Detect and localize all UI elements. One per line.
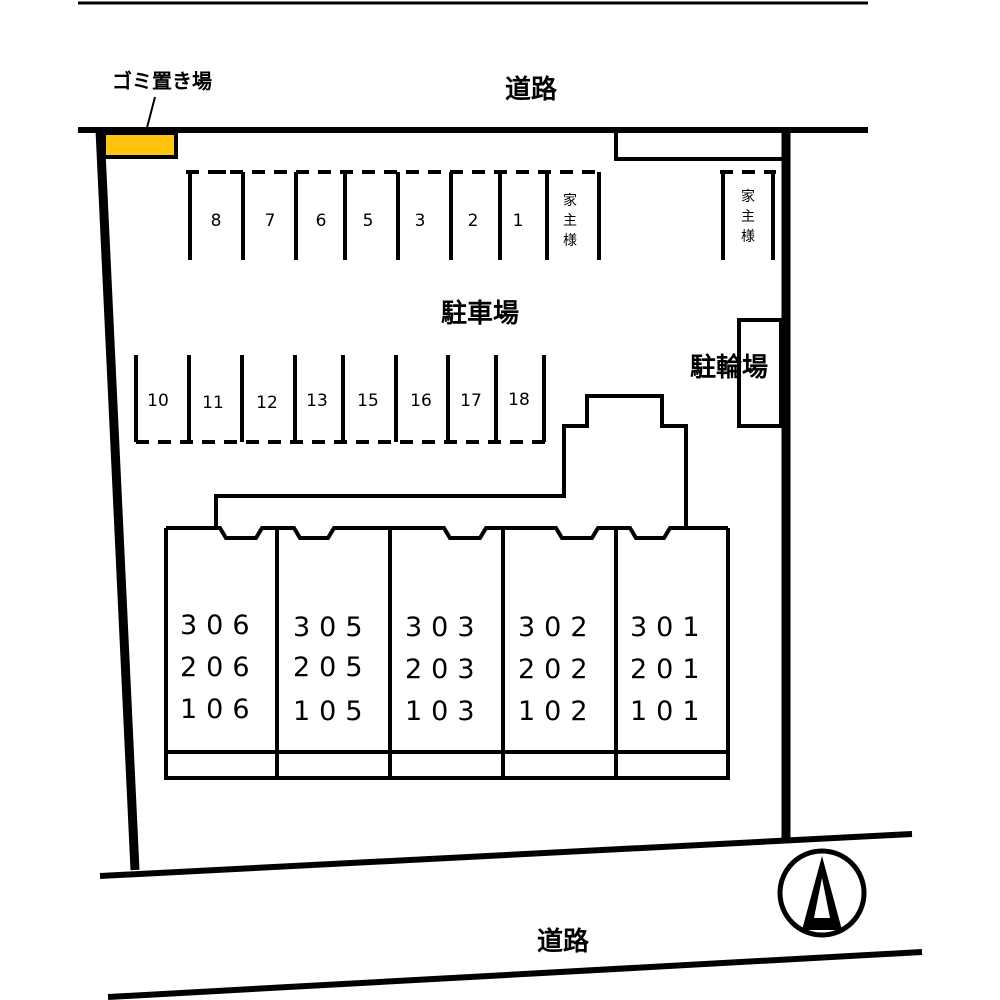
owner-slot-2-char-3: 様 [741, 229, 755, 245]
bottom-road-edge-lower [107, 949, 923, 1000]
owner-slot-char-1: 家 [563, 192, 577, 209]
parking-slot-15: 15 [357, 391, 379, 411]
parking-slot-11: 11 [202, 393, 224, 413]
entrance-notch [614, 130, 786, 161]
bicycle-parking-label: 駐輪場 [690, 352, 768, 383]
unit-205: 205 [293, 652, 372, 683]
parking-slot-16: 16 [410, 391, 432, 411]
unit-203: 203 [405, 654, 484, 685]
unit-201: 201 [630, 654, 709, 685]
owner-slot-char-3: 様 [563, 233, 577, 249]
parking-slot-5: 5 [363, 211, 374, 231]
parking-row-bottom [134, 355, 546, 444]
unit-206: 206 [180, 652, 259, 683]
road-label-bottom: 道路 [537, 926, 590, 957]
parking-slot-2: 2 [468, 211, 479, 231]
unit-101: 101 [630, 696, 709, 727]
parking-slot-18: 18 [508, 390, 530, 410]
unit-302: 302 [518, 612, 597, 643]
trash-area [102, 131, 178, 159]
unit-303: 303 [405, 612, 484, 643]
parking-slot-1: 1 [513, 211, 524, 231]
parking-slot-8: 8 [211, 211, 222, 231]
owner-slot-2-char-2: 主 [741, 209, 755, 225]
corridor-outline [214, 394, 688, 528]
unit-305: 305 [293, 612, 372, 643]
unit-102: 102 [518, 696, 597, 727]
parking-slot-10: 10 [147, 391, 169, 411]
road-label-top: 道路 [505, 74, 558, 105]
trash-area-label: ゴミ置き場 [112, 69, 212, 93]
unit-103: 103 [405, 696, 484, 727]
bottom-road-edge-upper [99, 831, 913, 879]
north-arrow-icon [777, 848, 867, 938]
parking-slot-6: 6 [316, 211, 327, 231]
unit-106: 106 [180, 694, 259, 725]
parking-label: 駐車場 [441, 299, 519, 329]
owner-slot-2-char-1: 家 [741, 188, 755, 205]
parking-slot-17: 17 [460, 391, 482, 411]
unit-202: 202 [518, 654, 597, 685]
parking-row-top [186, 170, 776, 260]
unit-301: 301 [630, 612, 709, 643]
unit-306: 306 [180, 610, 259, 641]
bicycle-parking [737, 318, 783, 428]
parking-slot-3: 3 [415, 211, 426, 231]
unit-105: 105 [293, 696, 372, 727]
parking-slot-7: 7 [265, 211, 276, 231]
parking-slot-13: 13 [306, 391, 328, 411]
west-boundary [95, 129, 140, 871]
apartment-building [164, 526, 730, 780]
parking-slot-12: 12 [256, 393, 278, 413]
owner-slot-char-2: 主 [563, 213, 577, 229]
